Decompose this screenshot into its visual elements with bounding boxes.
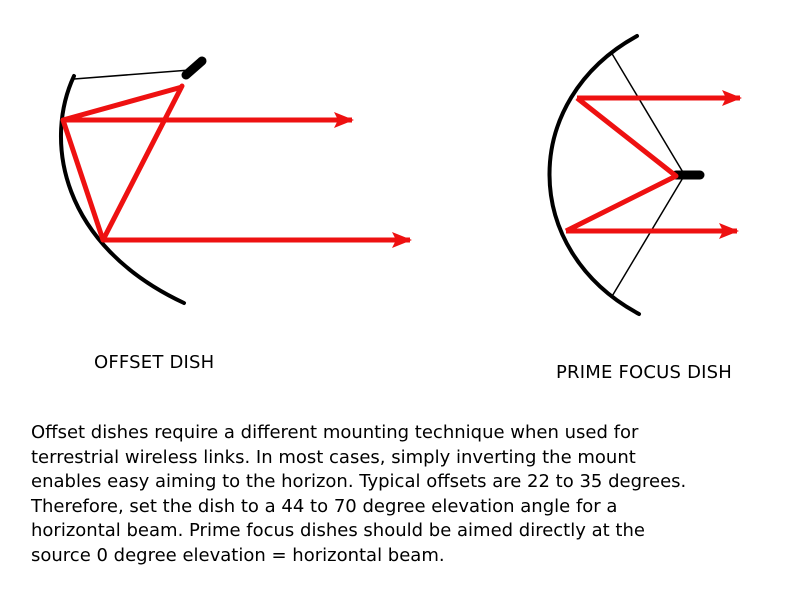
caption-text: Offset dishes require a different mounti…	[31, 421, 781, 569]
caption-line: Therefore, set the dish to a 44 to 70 de…	[31, 495, 618, 517]
caption-line: source 0 degree elevation = horizontal b…	[31, 544, 445, 566]
offset-dish-feed-ray	[100, 83, 185, 243]
offset-dish-feed-horn	[181, 56, 207, 80]
offset-dish	[58, 56, 412, 305]
prime-focus-dish-lower-strut	[610, 175, 685, 299]
prime-focus-dish-reflection-path	[564, 96, 679, 234]
prime-focus-dish-upper-strut	[610, 51, 685, 175]
caption-line: terrestrial wireless links. In most case…	[31, 446, 636, 468]
offset-dish-label: OFFSET DISH	[94, 352, 215, 373]
offset-dish-reflection-path	[60, 84, 183, 241]
prime-focus-dish-label: PRIME FOCUS DISH	[556, 362, 733, 383]
prime-focus-dish	[547, 34, 742, 316]
offset-dish-feed-arm	[73, 69, 191, 80]
caption-line: enables easy aiming to the horizon. Typi…	[31, 471, 687, 493]
prime-focus-dish-reflector	[547, 34, 641, 316]
caption-line: horizontal beam. Prime focus dishes shou…	[31, 520, 645, 542]
offset-dish-reflector	[58, 74, 186, 305]
caption-line: Offset dishes require a different mounti…	[31, 422, 639, 443]
